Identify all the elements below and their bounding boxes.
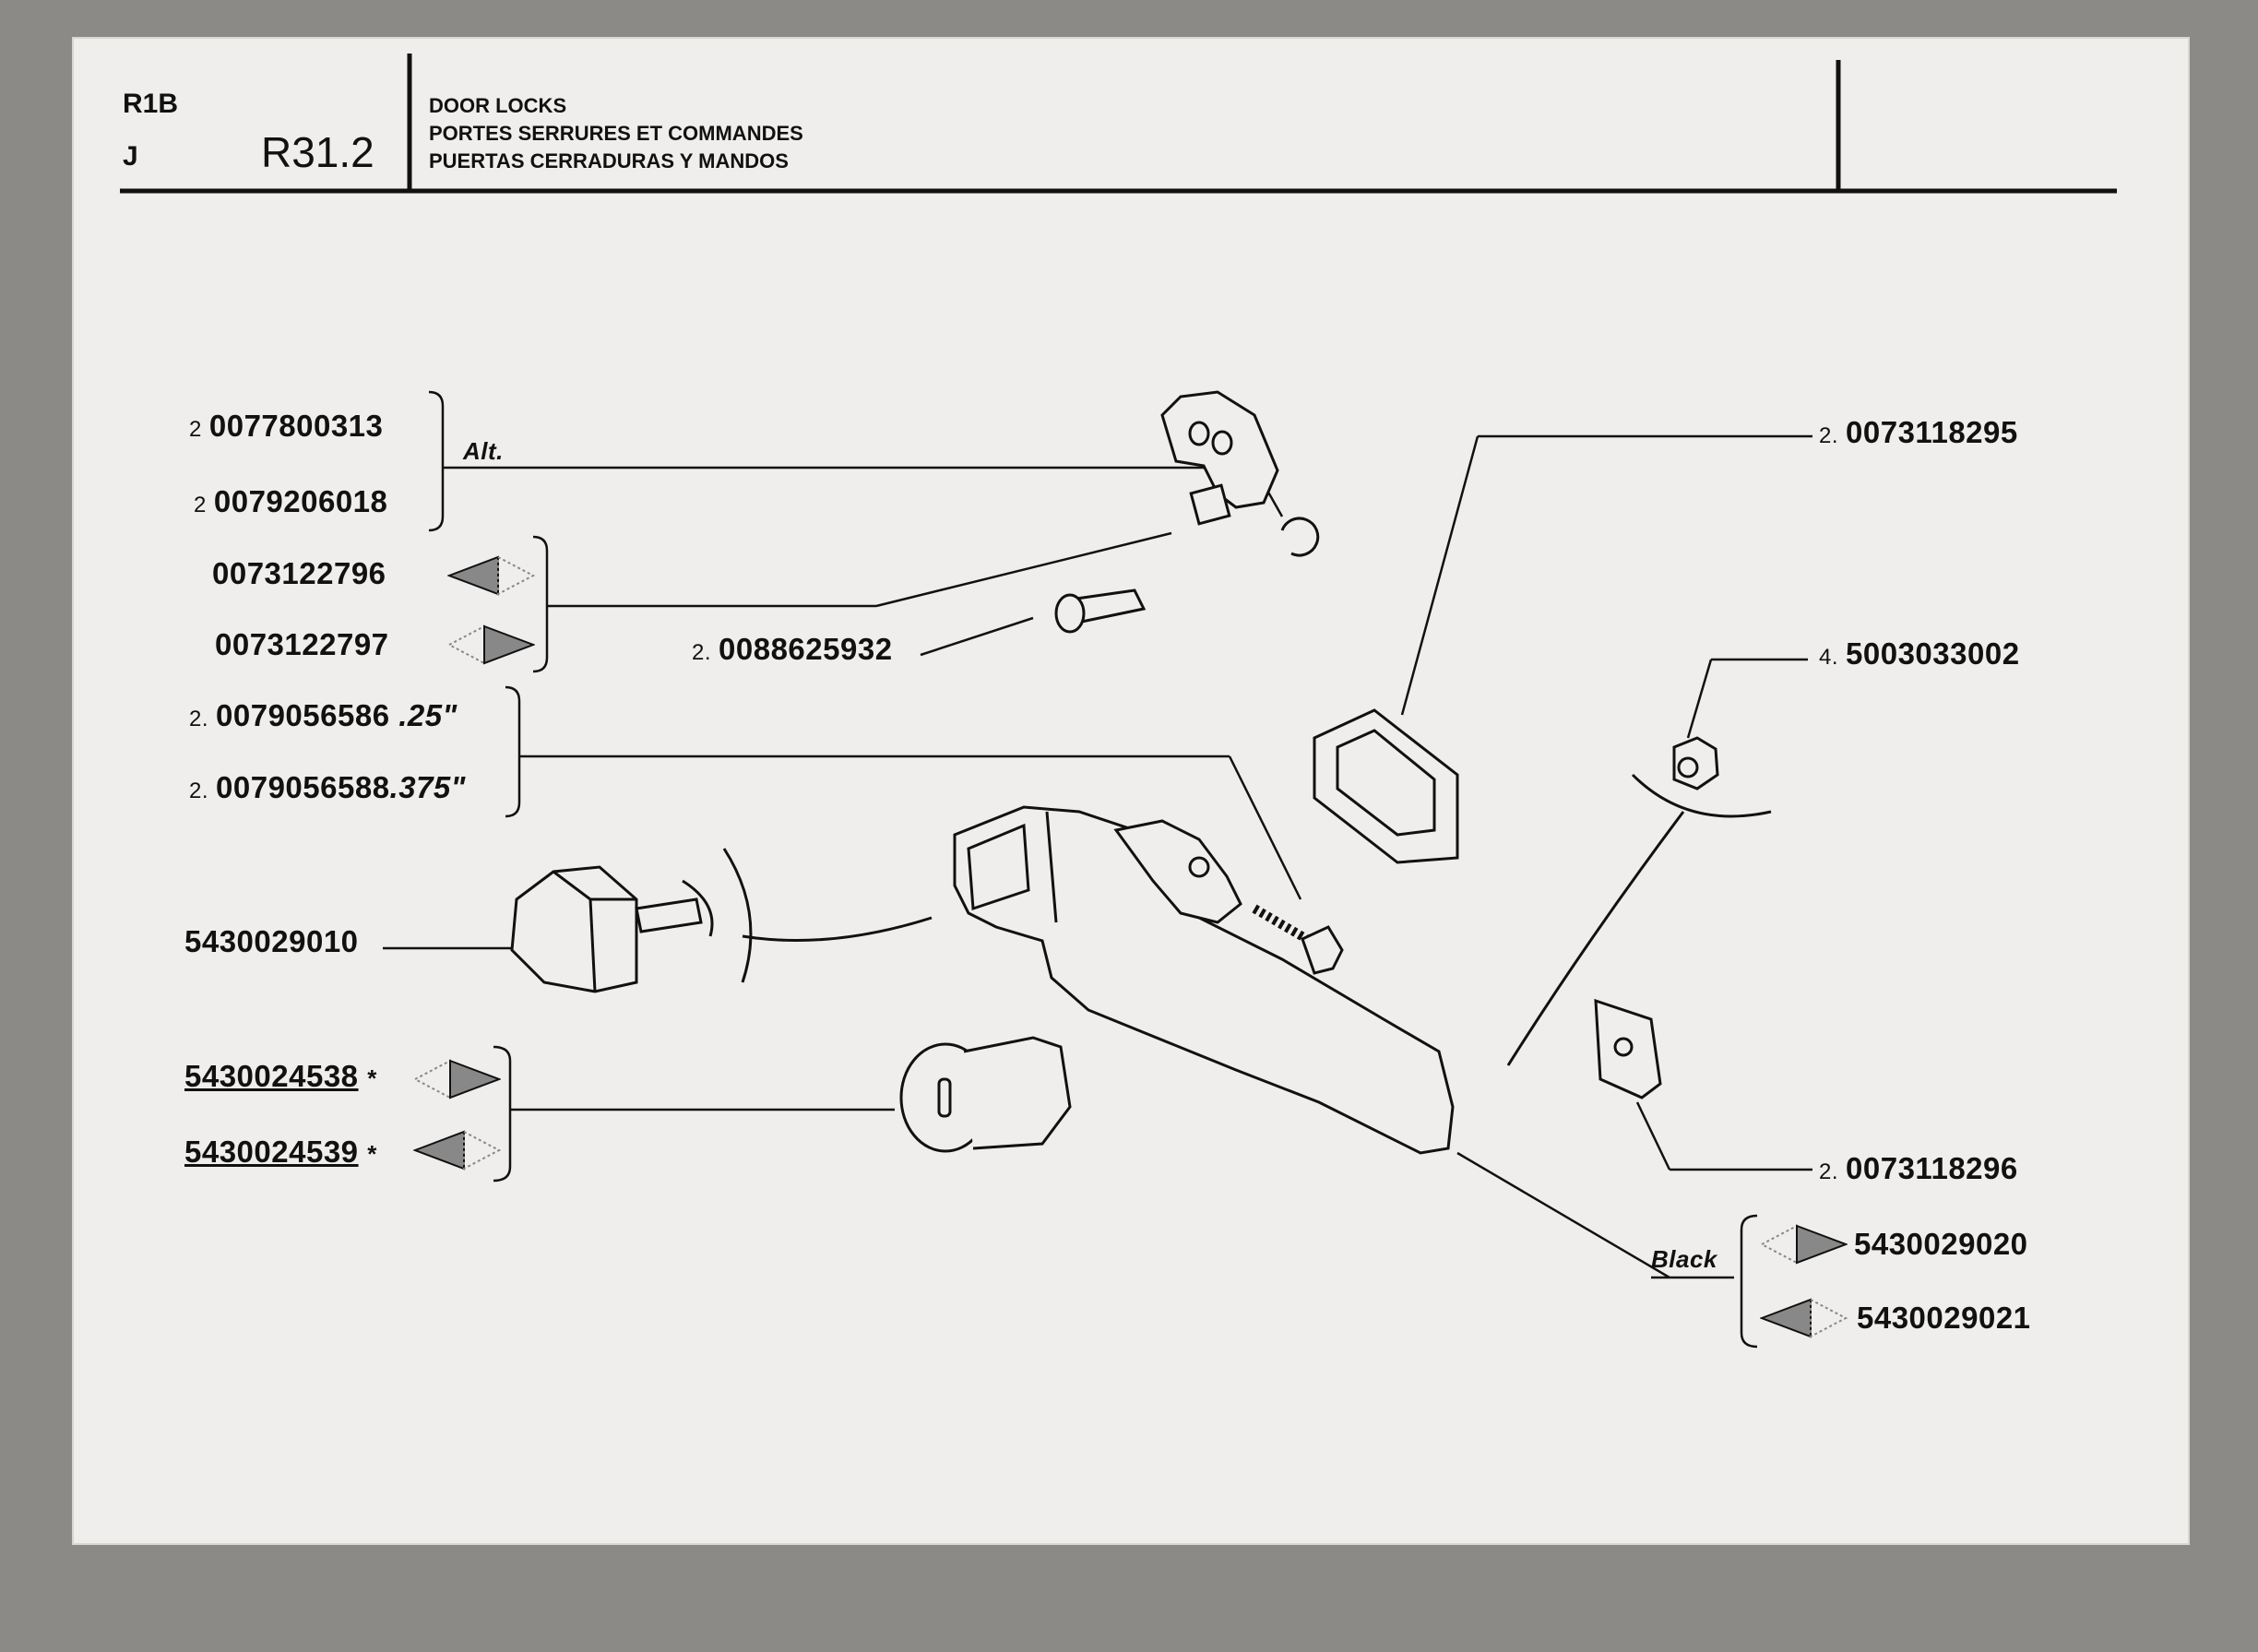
part-size: .375" [389,770,466,804]
part-mark: * [367,1140,377,1168]
part-number: 5430024538 [184,1059,359,1093]
part-number: 0073118295 [1846,415,2018,449]
part-qty: 2. [189,707,209,731]
part-number: 0079056588 [216,770,390,804]
section-number: R31.2 [261,128,374,176]
part-label-0073118296: 2. 0073118296 [1819,1151,2018,1186]
alt-label: Alt. [463,437,504,465]
right-arrow-icon [447,624,535,665]
model-code: R1B [123,89,179,119]
part-label-0073118295: 2. 0073118295 [1819,415,2018,450]
part-label-5430029021: 5430029021 [1857,1301,2031,1335]
catalog-page [72,37,2190,1545]
part-qty: 2 [189,417,202,442]
part-number: 0077800313 [208,409,384,443]
part-qty: 2. [189,778,209,803]
left-arrow-icon [447,555,535,596]
right-arrow-icon [413,1059,501,1099]
left-arrow-icon [1760,1298,1848,1338]
part-qty: 2. [1819,423,1839,448]
title-english: DOOR LOCKS [429,94,567,117]
part-label-5430024538: 5430024538 * [184,1059,377,1094]
part-label-0079056586: 2. 0079056586 .25" [189,698,458,733]
part-qty: 4. [1819,645,1839,670]
part-label-0073122796: 0073122796 [212,556,386,590]
right-arrow-icon [1760,1224,1848,1265]
part-mark: * [367,1064,377,1092]
part-label-5003033002: 4. 5003033002 [1819,636,2020,671]
part-label-5430024539: 5430024539 * [184,1135,377,1170]
part-number: 0079206018 [213,484,388,518]
title-french: PORTES SERRURES ET COMMANDES [429,122,803,145]
part-size: .25" [398,698,458,732]
part-label-0079056588: 2. 0079056588.375" [189,770,466,805]
part-label-0073122797: 0073122797 [215,627,389,661]
part-qty: 2 [194,493,207,517]
title-spanish: PUERTAS CERRADURAS Y MANDOS [429,149,789,172]
part-qty: 2. [692,640,712,665]
part-label-0088625932: 2. 0088625932 [692,632,893,667]
part-number: 0088625932 [719,632,893,666]
part-label-5430029010: 5430029010 [184,924,359,958]
left-arrow-icon [413,1130,501,1171]
part-number: 5003033002 [1846,636,2020,671]
part-qty: 2. [1819,1159,1839,1184]
part-number: 0079056586 [216,698,390,732]
part-label-5430029020: 5430029020 [1854,1227,2028,1261]
part-number: 0073118296 [1846,1151,2018,1185]
variant-code: J [123,141,138,172]
black-label: Black [1651,1245,1717,1273]
part-number: 5430024539 [184,1135,359,1169]
